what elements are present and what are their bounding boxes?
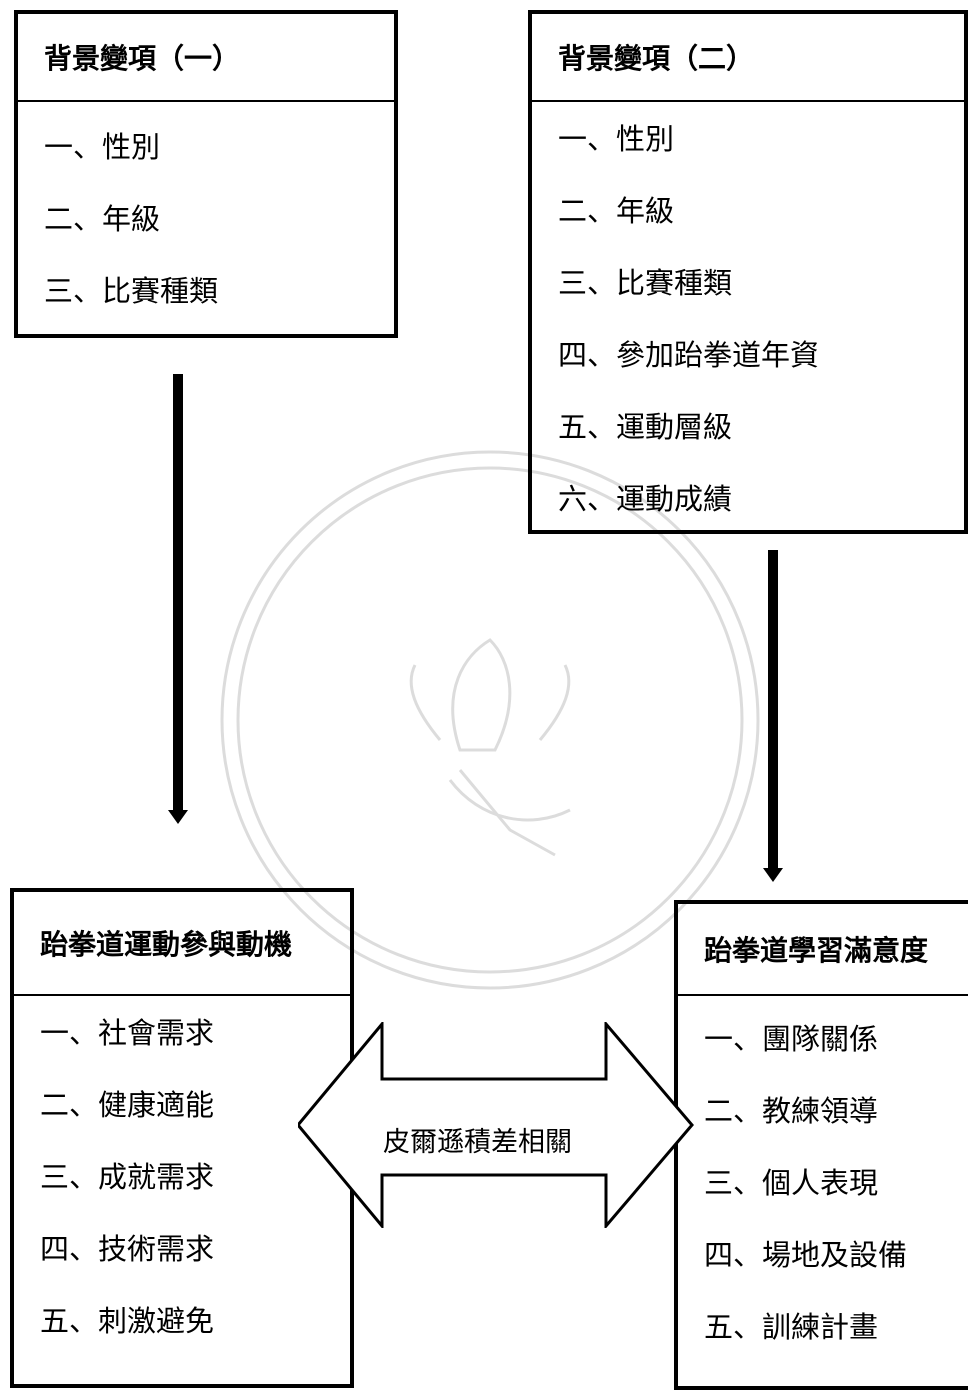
list-item: 二、教練領導 bbox=[704, 1094, 879, 1128]
list-item: 二、年級 bbox=[558, 194, 675, 228]
list-item: 五、訓練計畫 bbox=[704, 1310, 879, 1344]
motivation-box: 跆拳道運動參與動機 一、社會需求 二、健康適能 三、成就需求 四、技術需求 五、… bbox=[10, 888, 354, 1388]
satisfaction-box: 跆拳道學習滿意度 一、團隊關係 二、教練領導 三、個人表現 四、場地及設備 五、… bbox=[674, 900, 968, 1390]
background-variables-one-box: 背景變項（一） 一、性別 二、年級 三、比賽種類 bbox=[14, 10, 398, 338]
background-variables-two-box: 背景變項（二） 一、性別 二、年級 三、比賽種類 四、參加跆拳道年資 五、運動層… bbox=[528, 10, 968, 534]
arrow-head-left bbox=[168, 810, 188, 824]
arrow-shaft-left bbox=[173, 374, 183, 812]
list-item: 四、場地及設備 bbox=[704, 1238, 908, 1272]
list-item: 二、健康適能 bbox=[40, 1088, 215, 1122]
list-item: 四、技術需求 bbox=[40, 1232, 215, 1266]
list-item: 一、團隊關係 bbox=[704, 1022, 879, 1056]
list-item: 五、刺激避免 bbox=[40, 1304, 215, 1338]
list-item: 三、比賽種類 bbox=[558, 266, 733, 300]
arrow-head-right bbox=[763, 868, 783, 882]
arrow-shaft-right bbox=[768, 550, 778, 870]
list-item: 三、成就需求 bbox=[40, 1160, 215, 1194]
list-item: 三、比賽種類 bbox=[44, 274, 219, 308]
list-item: 一、性別 bbox=[558, 122, 675, 156]
box-title: 背景變項（一） bbox=[18, 14, 394, 102]
list-item: 五、運動層級 bbox=[558, 410, 733, 444]
relation-label: 皮爾遜積差相關 bbox=[383, 1127, 572, 1158]
list-item: 一、性別 bbox=[44, 130, 161, 164]
box-title: 跆拳道學習滿意度 bbox=[678, 904, 968, 996]
list-item: 二、年級 bbox=[44, 202, 161, 236]
list-item: 一、社會需求 bbox=[40, 1016, 215, 1050]
list-item: 三、個人表現 bbox=[704, 1166, 879, 1200]
box-title: 跆拳道運動參與動機 bbox=[14, 892, 350, 996]
library-seal-watermark bbox=[220, 450, 760, 990]
list-item: 四、參加跆拳道年資 bbox=[558, 338, 820, 372]
double-arrow bbox=[298, 1022, 694, 1228]
list-item: 六、運動成績 bbox=[558, 482, 733, 516]
box-title: 背景變項（二） bbox=[532, 14, 964, 102]
